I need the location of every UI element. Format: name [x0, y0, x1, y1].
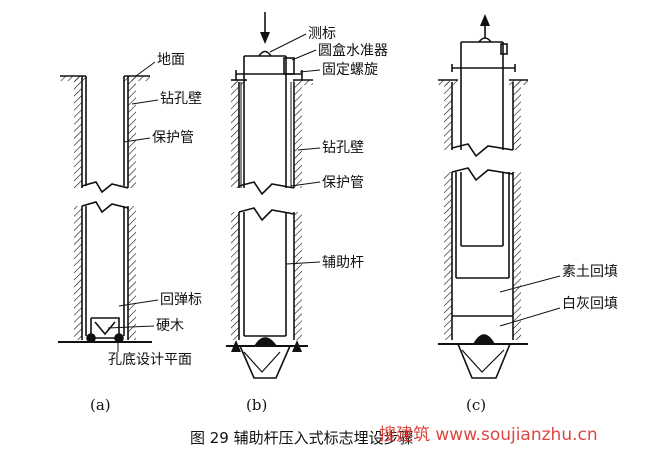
label-casing-a: 保护管: [152, 130, 194, 146]
figure-caption: 图 29 辅助杆压入式标志埋设步骤: [190, 429, 414, 447]
bottom-mark-dome-c: [472, 334, 496, 345]
break-line-b-lower: [238, 207, 295, 222]
hardwood-base-b: [238, 345, 292, 379]
rebound-mark-ball-left: [86, 333, 96, 343]
leader-hardwood: [107, 325, 155, 329]
leader-fixing-screw: [299, 69, 321, 73]
leader-circular-level: [291, 49, 317, 61]
label-casing-b: 保护管: [322, 175, 364, 191]
panel-a: [58, 61, 159, 352]
label-survey-mark: 测标: [308, 26, 336, 42]
leader-rebound-mark: [118, 299, 159, 307]
sublabel-a: (a): [90, 396, 111, 414]
leader-borehole-wall-a: [131, 99, 159, 105]
label-soil-backfill: 素土回填: [562, 264, 618, 280]
hardwood-base-c: [456, 343, 512, 379]
sublabel-b: (b): [246, 396, 268, 414]
sublabel-c: (c): [466, 396, 487, 414]
leader-casing-a: [123, 137, 151, 143]
break-line-c-upper: [451, 143, 514, 158]
lift-arrow-head: [480, 14, 490, 26]
circular-level-box: [283, 57, 295, 75]
label-aux-rod: 辅助杆: [322, 255, 364, 271]
borehole-wall-a-right-upper: [128, 76, 136, 188]
leader-aux-rod: [285, 261, 321, 265]
panel-c: [438, 14, 561, 379]
label-borehole-wall-b: 钻孔壁: [322, 140, 364, 156]
borehole-wall-a-right-lower: [128, 206, 136, 340]
hardwood-block: [94, 321, 116, 336]
leader-survey-mark: [269, 33, 307, 53]
label-rebound-mark: 回弹标: [160, 292, 202, 308]
label-lime-backfill: 白灰回填: [562, 296, 618, 312]
label-hardwood: 硬木: [156, 318, 184, 334]
bottom-mark-dome-b: [253, 337, 278, 347]
break-line-a-lower: [81, 201, 129, 214]
label-borehole-wall-a: 钻孔壁: [160, 91, 202, 107]
leader-soil-backfill: [499, 275, 561, 293]
leader-lime-backfill: [499, 307, 561, 327]
leader-borehole-wall-b: [297, 147, 321, 151]
leader-casing-b: [290, 181, 321, 187]
rebound-mark-ball-right: [114, 333, 124, 343]
label-circular-level: 圆盒水准器: [318, 43, 388, 59]
panel-b: [226, 12, 321, 379]
label-fixing-screw: 固定螺旋: [322, 62, 378, 78]
borehole-wall-a-left-lower: [74, 206, 82, 340]
label-hole-bottom: 孔底设计平面: [108, 352, 192, 368]
press-arrow-head: [260, 32, 270, 44]
break-line-b-upper: [238, 181, 295, 196]
borehole-wall-a-left-upper: [74, 76, 82, 188]
break-line-c-lower: [451, 167, 514, 182]
break-line-a-upper: [81, 181, 129, 194]
leader-ground: [135, 61, 156, 77]
label-ground: 地面: [157, 52, 185, 68]
survey-mark-dome: [258, 50, 272, 57]
watermark: 搜建筑 www.soujianzhu.cn: [379, 425, 598, 445]
